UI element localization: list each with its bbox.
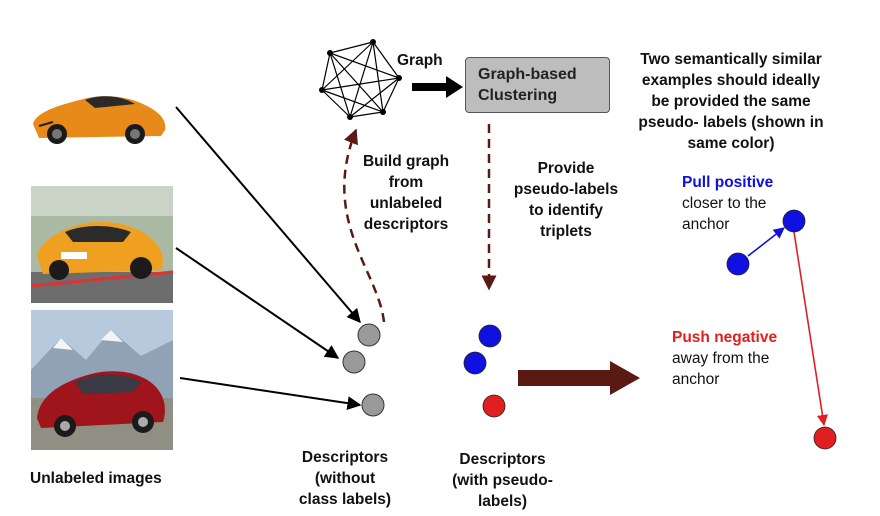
push-negative-title: Push negative <box>672 329 778 346</box>
arrow-image3-to-descriptor <box>179 377 362 411</box>
graph-to-clustering-arrow <box>412 76 463 98</box>
car-image-3 <box>31 310 173 450</box>
graph-icon <box>319 39 402 120</box>
note-line: Two semantically similar <box>640 51 822 68</box>
pull-positive-label: Pull positive closer to the anchor <box>682 172 773 235</box>
desc-with-line: Descriptors <box>459 451 546 468</box>
provide-line: to identify <box>528 202 604 219</box>
provide-line: pseudo-labels <box>513 181 619 198</box>
desc-without-line: (without <box>314 470 376 487</box>
pull-line: anchor <box>682 216 730 233</box>
desc-without-line: Descriptors <box>301 449 389 466</box>
descriptor-unlabeled <box>357 323 381 347</box>
descriptors-without-labels-label: Descriptors (without class labels) <box>280 447 410 510</box>
arrow-image1-to-descriptor <box>175 106 361 324</box>
desc-with-line: labels) <box>477 493 528 510</box>
build-graph-dashed-arrow <box>343 128 386 323</box>
anchor-point <box>782 209 806 233</box>
build-graph-line: descriptors <box>363 216 449 233</box>
unlabeled-images-label: Unlabeled images <box>30 470 162 487</box>
clustering-box-line1: Graph-based <box>478 66 577 83</box>
build-graph-line: from <box>388 174 424 191</box>
descriptor-unlabeled <box>361 393 385 417</box>
push-negative-label: Push negative away from the anchor <box>672 327 777 390</box>
desc-with-line: (with pseudo- <box>452 472 553 489</box>
build-graph-line: unlabeled <box>369 195 443 212</box>
pull-line: closer to the <box>682 195 767 212</box>
pull-positive-title: Pull positive <box>682 174 774 191</box>
push-negative-arrow <box>793 231 828 427</box>
triplet-arrow <box>518 361 640 395</box>
note-text: Two semantically similar examples should… <box>612 49 850 154</box>
push-line: away from the <box>672 350 770 367</box>
descriptor-unlabeled <box>342 350 366 374</box>
note-line: be provided the same <box>651 93 811 110</box>
note-line: pseudo- labels (shown in <box>638 114 824 131</box>
note-line: examples should ideally <box>641 72 821 89</box>
car-image-1 <box>25 80 173 150</box>
provide-pseudo-labels-label: Provide pseudo-labels to identify triple… <box>496 158 636 242</box>
descriptor-negative <box>482 394 506 418</box>
car-image-2 <box>31 186 173 303</box>
note-line: same color) <box>687 135 775 152</box>
build-graph-label: Build graph from unlabeled descriptors <box>337 151 475 235</box>
graph-clustering-box: Graph-based Clustering <box>465 57 610 113</box>
descriptor-positive <box>463 351 487 375</box>
desc-without-line: class labels) <box>298 491 392 508</box>
clustering-box-line2: Clustering <box>478 87 558 104</box>
push-line: anchor <box>672 371 720 388</box>
provide-line: Provide <box>537 160 595 177</box>
descriptor-positive <box>478 324 502 348</box>
descriptors-with-labels-label: Descriptors (with pseudo- labels) <box>435 449 570 512</box>
pull-positive-arrow <box>747 227 785 257</box>
negative-point <box>813 426 837 450</box>
positive-point <box>726 252 750 276</box>
arrow-image2-to-descriptor <box>175 247 340 359</box>
build-graph-line: Build graph <box>362 153 450 170</box>
provide-line: triplets <box>540 223 592 240</box>
graph-label: Graph <box>397 52 443 69</box>
